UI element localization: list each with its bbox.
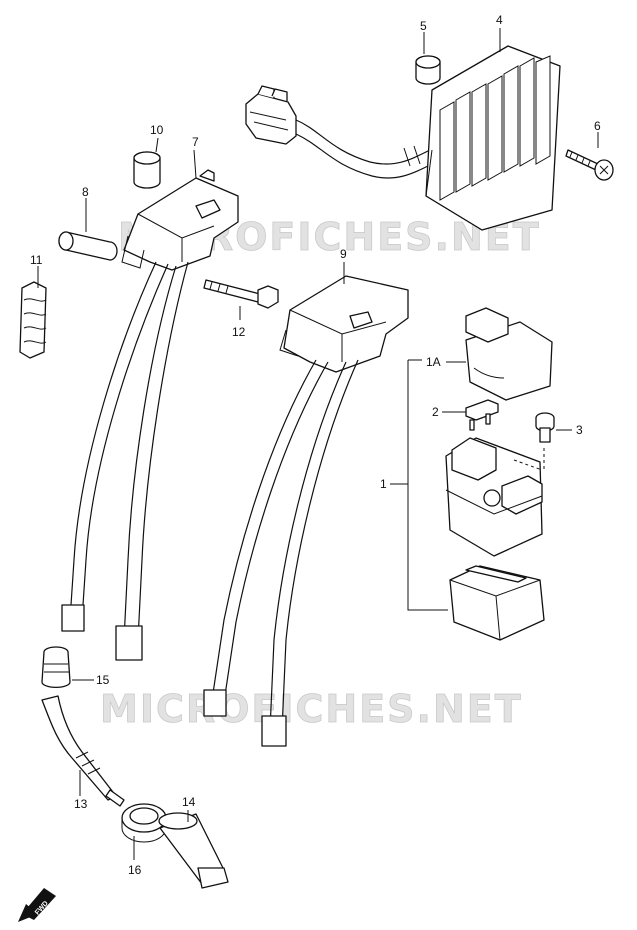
ignition-coil-rear[interactable]	[203, 275, 409, 747]
label-5: 5	[420, 19, 427, 33]
label-3: 3	[576, 423, 583, 437]
label-8: 8	[82, 185, 89, 199]
bolt-icon	[535, 412, 555, 443]
label-14: 14	[182, 795, 196, 809]
label-12: 12	[232, 325, 246, 339]
spacer-icon	[133, 151, 161, 189]
label-4: 4	[496, 13, 503, 27]
spark-plug-cap-icon[interactable]	[41, 646, 125, 807]
fuse-icon	[465, 399, 499, 431]
screw-icon	[565, 149, 614, 181]
clamp-icon	[19, 281, 47, 359]
regulator-rectifier-icon[interactable]	[245, 45, 561, 231]
starter-relay-icon[interactable]	[445, 307, 553, 641]
label-13: 13	[74, 797, 88, 811]
spacer-icon	[58, 231, 118, 261]
spacer-icon	[415, 55, 441, 85]
plug-cap-icon	[158, 812, 229, 889]
label-16: 16	[128, 863, 142, 877]
leader-lines	[37, 28, 599, 860]
label-7: 7	[192, 135, 199, 149]
label-15: 15	[96, 673, 110, 687]
grommet-icon	[121, 803, 167, 843]
fwd-arrow-icon: FWD	[18, 888, 56, 922]
label-9: 9	[340, 247, 347, 261]
label-2: 2	[432, 405, 439, 419]
callout-labels: 4 5 6 10 7 8 11 9 12 1A 2 3 1 15 13 14 1…	[30, 13, 601, 877]
label-6: 6	[594, 119, 601, 133]
watermark-bottom: MICROFICHES.NET	[100, 687, 523, 731]
bolt-icon	[203, 279, 279, 309]
label-1a: 1A	[426, 355, 441, 369]
label-10: 10	[150, 123, 164, 137]
ignition-coil-front[interactable]	[61, 169, 239, 661]
label-11: 11	[30, 253, 43, 267]
label-1: 1	[380, 477, 387, 491]
